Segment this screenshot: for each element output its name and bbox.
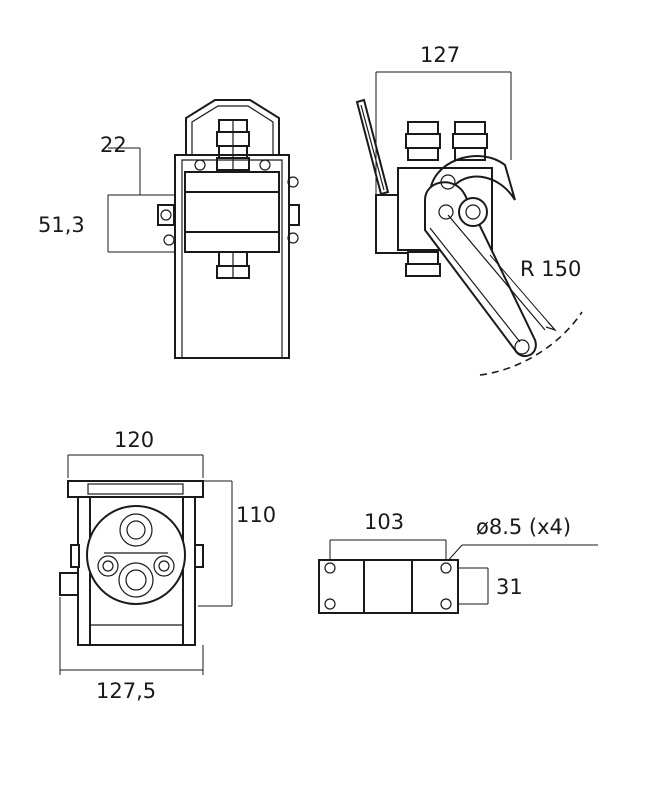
- dim-hole-spacing: 103: [364, 510, 404, 534]
- dim-front-width: 120: [114, 428, 154, 452]
- dim-plate-thickness: 31: [496, 575, 523, 599]
- front-elevation-view: 22 51,3: [38, 99, 300, 359]
- dim-hole-diameter: ø8.5 (x4): [476, 515, 571, 539]
- dim-side-width: 22: [100, 133, 127, 157]
- dim-radius: R 150: [520, 257, 581, 281]
- mounting-plate-view: 103 ø8.5 (x4) 31: [318, 510, 598, 614]
- dim-top-width: 127: [420, 43, 460, 67]
- dim-front-base-width: 127,5: [96, 679, 156, 703]
- dim-side-height: 51,3: [38, 213, 85, 237]
- top-view: 120 110 127,5: [59, 428, 276, 703]
- dim-front-height: 110: [236, 503, 276, 527]
- side-elevation-view: 127 R 150: [355, 43, 583, 376]
